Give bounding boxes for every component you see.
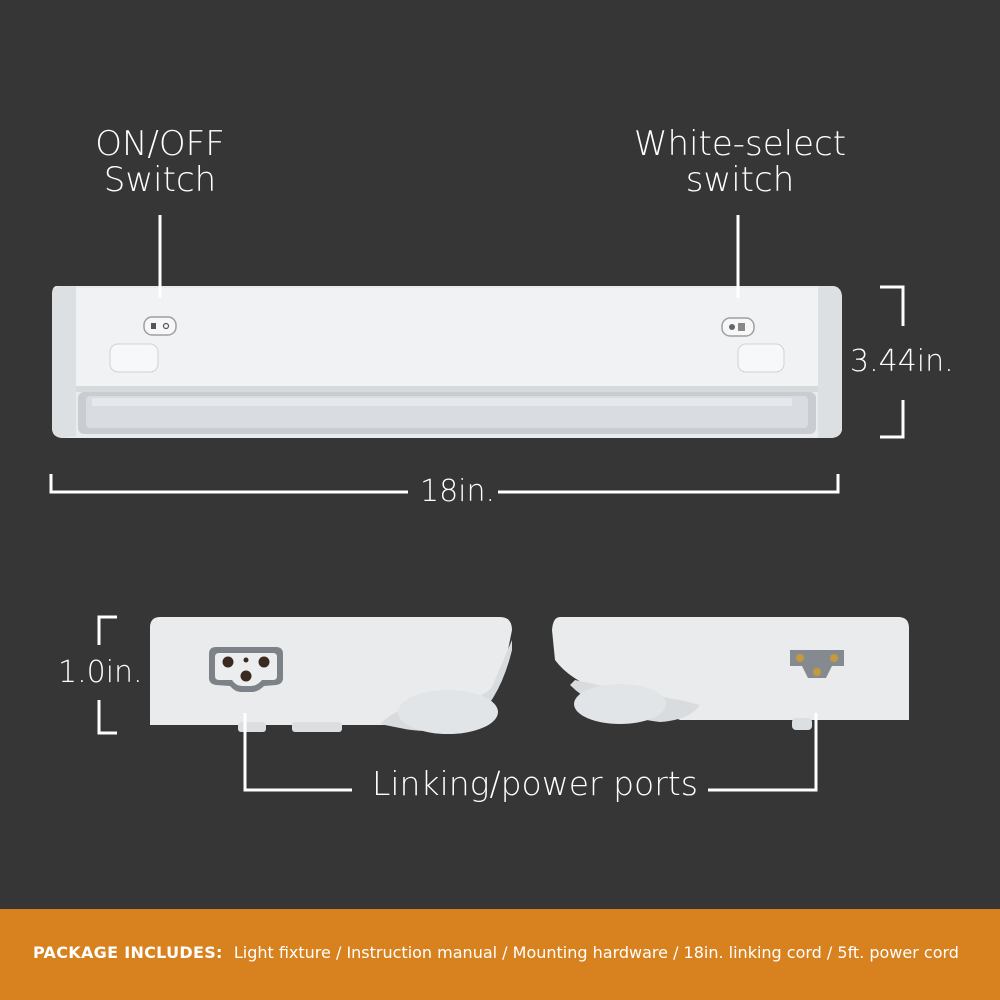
white-select-switch-icon — [721, 317, 755, 337]
height-dimension-label: 3.44in. — [850, 344, 954, 379]
onoff-callout-line1: ON/OFF — [95, 124, 225, 164]
length-bracket — [49, 474, 840, 494]
male-port-icon — [790, 650, 844, 678]
female-port-icon — [209, 647, 283, 692]
package-includes-items: Light fixture / Instruction manual / Mou… — [233, 943, 959, 962]
white-select-callout: White-select switch — [610, 126, 870, 198]
onoff-switch-callout: ON/OFF Switch — [60, 126, 260, 198]
ports-label: Linking/power ports — [372, 764, 698, 803]
length-dimension-label: 18in. — [420, 474, 496, 509]
package-includes-heading: PACKAGE INCLUDES: — [33, 943, 223, 962]
left-end-view — [150, 617, 512, 734]
depth-bracket — [97, 615, 117, 735]
onoff-callout-line2: Switch — [103, 160, 217, 200]
onoff-switch-icon — [143, 316, 177, 336]
package-includes-text: PACKAGE INCLUDES: Light fixture / Instru… — [33, 943, 959, 962]
light-fixture-front — [52, 286, 842, 438]
depth-dimension-label: 1.0in. — [58, 655, 143, 690]
right-end-view — [552, 617, 909, 730]
package-includes-banner: PACKAGE INCLUDES: Light fixture / Instru… — [0, 909, 1000, 1000]
height-bracket — [880, 285, 905, 439]
ports-callout-lines — [243, 713, 818, 792]
white-callout-line1: White-select — [633, 124, 847, 164]
white-callout-line2: switch — [685, 160, 795, 200]
